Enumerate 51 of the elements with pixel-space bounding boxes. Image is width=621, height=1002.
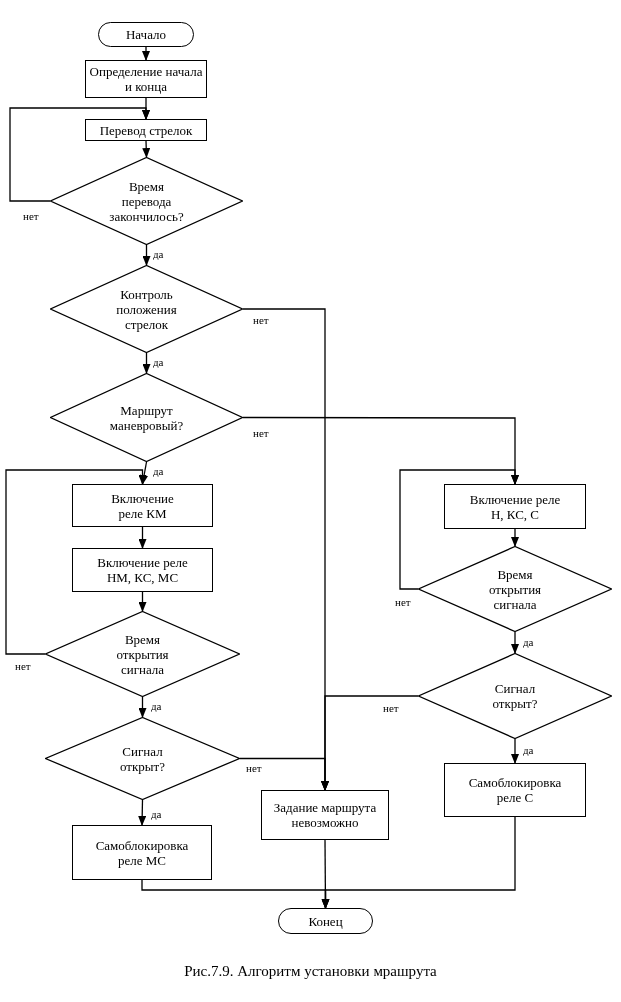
arrow xyxy=(511,738,519,764)
node-text: Время открытия сигнала xyxy=(487,566,543,612)
node-text: Определение начала и конца xyxy=(89,64,203,94)
arrow xyxy=(511,528,519,547)
node-text: Включение реле КМ xyxy=(110,490,175,521)
arrow xyxy=(138,799,147,826)
node-text: Маршрут маневровый? xyxy=(109,402,184,433)
arrow xyxy=(399,469,519,590)
node-text: Время перевода закончилось? xyxy=(109,178,184,224)
caption: Рис.7.9. Алгоритм установки мрашрута xyxy=(183,962,438,981)
node-text: Начало xyxy=(125,27,167,42)
node-text: Конец xyxy=(308,913,343,929)
arrow xyxy=(511,631,519,654)
process-box xyxy=(72,484,213,527)
decision-diamond xyxy=(50,265,243,353)
process-box xyxy=(85,119,207,141)
node-text: Задание маршрута невозможно xyxy=(272,800,378,830)
node-text: Включение реле Н, КС, С xyxy=(469,491,561,522)
node-text: Сигнал открыт? xyxy=(119,743,166,774)
decision-diamond xyxy=(45,717,240,800)
node-text: Перевод стрелок xyxy=(99,122,193,138)
process-box xyxy=(72,548,213,592)
arrow xyxy=(9,107,150,202)
arrow xyxy=(142,352,151,374)
arrow xyxy=(138,696,147,718)
arrow xyxy=(138,526,147,549)
node-text: Время открытия сигнала xyxy=(115,631,170,677)
terminal-shape xyxy=(98,22,194,47)
terminal-shape xyxy=(278,908,373,934)
node-text: Самоблокировка реле С xyxy=(467,775,563,805)
arrow xyxy=(321,816,516,909)
arrow xyxy=(138,591,147,612)
arrow xyxy=(142,140,151,158)
arrow xyxy=(321,695,419,791)
decision-diamond xyxy=(418,546,612,632)
decision-diamond xyxy=(418,653,612,739)
node-text: Самоблокировка реле МС xyxy=(94,837,190,868)
process-box xyxy=(72,825,212,880)
decision-diamond xyxy=(50,373,243,462)
arrow xyxy=(142,244,151,266)
process-box xyxy=(261,790,389,840)
process-box xyxy=(444,763,586,817)
decision-diamond xyxy=(50,157,243,245)
arrow xyxy=(140,461,149,485)
node-text: Контроль положения стрелок xyxy=(115,286,178,332)
process-box xyxy=(444,484,586,529)
node-text: Сигнал открыт? xyxy=(491,681,539,711)
node-text: Включение реле НМ, КС, МС xyxy=(96,555,189,585)
decision-diamond xyxy=(45,611,240,697)
arrow xyxy=(5,469,147,655)
arrow xyxy=(142,46,150,61)
